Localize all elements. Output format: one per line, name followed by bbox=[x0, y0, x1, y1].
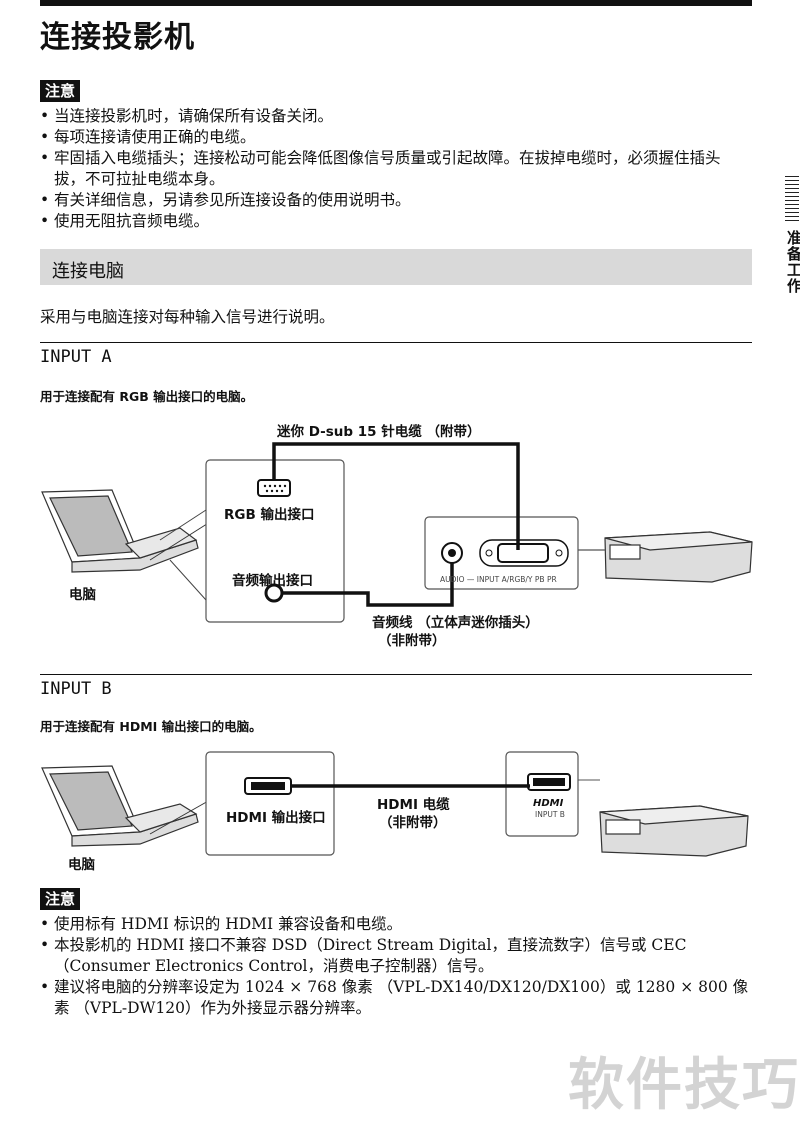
computer-label: 电脑 bbox=[69, 587, 96, 603]
computer-label: 电脑 bbox=[68, 857, 95, 873]
panel-input-b-label: INPUT B bbox=[535, 810, 565, 819]
computer-hdmi-box bbox=[205, 751, 335, 856]
note-item: 使用标有 HDMI 标识的 HDMI 兼容设备和电缆。 bbox=[40, 914, 755, 935]
note-item: 有关详细信息，另请参见所连接设备的使用说明书。 bbox=[40, 190, 740, 211]
watermark: 软件技巧 bbox=[568, 1053, 800, 1118]
audio-port-label: 音频输出接口 bbox=[232, 573, 313, 589]
hdmi-cable-label: HDMI 电缆 bbox=[377, 797, 450, 813]
side-tab-label: 准备工作 bbox=[785, 230, 800, 294]
laptop-illustration bbox=[41, 765, 211, 847]
note-item: 每项连接请使用正确的电缆。 bbox=[40, 127, 740, 148]
input-b-diagram bbox=[41, 751, 749, 857]
note-tag: 注意 bbox=[40, 80, 81, 102]
note-item: 本投影机的 HDMI 接口不兼容 DSD（Direct Stream Digit… bbox=[40, 935, 755, 977]
hdmi-cable-note: （非附带） bbox=[379, 815, 447, 831]
audio-cable bbox=[282, 563, 454, 607]
page-title: 连接投影机 bbox=[40, 20, 195, 55]
dsub-cable-label: 迷你 D-sub 15 针电缆 （附带） bbox=[277, 424, 481, 440]
input-a-rule bbox=[40, 342, 752, 343]
note-list: 使用标有 HDMI 标识的 HDMI 兼容设备和电缆。 本投影机的 HDMI 接… bbox=[40, 914, 755, 1019]
input-a-description: 用于连接配有 RGB 输出接口的电脑。 bbox=[40, 389, 254, 404]
note-item: 当连接投影机时，请确保所有设备关闭。 bbox=[40, 106, 740, 127]
projector-illustration bbox=[599, 805, 749, 857]
input-b-title: INPUT B bbox=[40, 679, 112, 699]
input-a-title: INPUT A bbox=[40, 347, 112, 367]
section-title: 连接电脑 bbox=[52, 261, 124, 282]
note-tag: 注意 bbox=[40, 888, 81, 910]
top-rule bbox=[40, 0, 752, 6]
audio-cable-note: （非附带） bbox=[378, 633, 446, 649]
note-item: 使用无阻抗音频电缆。 bbox=[40, 211, 740, 232]
side-tab-lines bbox=[785, 176, 799, 224]
section-bar bbox=[40, 249, 752, 285]
section-intro: 采用与电脑连接对每种输入信号进行说明。 bbox=[40, 308, 335, 326]
audio-cable-label: 音频线 （立体声迷你插头） bbox=[372, 615, 539, 631]
projector-illustration bbox=[578, 531, 753, 583]
dsub-cable bbox=[272, 442, 520, 550]
note-item: 牢固插入电缆插头；连接松动可能会降低图像信号质量或引起故障。在拔掉电缆时，必须握… bbox=[40, 148, 740, 190]
input-a-diagram bbox=[41, 442, 753, 623]
laptop-illustration bbox=[41, 489, 211, 573]
projector-hdmi-panel bbox=[505, 751, 579, 837]
hdmi-port-label: HDMI 输出接口 bbox=[226, 810, 326, 826]
rgb-port-label: RGB 输出接口 bbox=[224, 507, 315, 523]
hdmi-logo: HDMI bbox=[533, 798, 564, 809]
note-list: 当连接投影机时，请确保所有设备关闭。 每项连接请使用正确的电缆。 牢固插入电缆插… bbox=[40, 106, 740, 232]
rgb-port-icon bbox=[257, 479, 291, 497]
input-b-description: 用于连接配有 HDMI 输出接口的电脑。 bbox=[40, 719, 262, 734]
input-b-rule bbox=[40, 674, 752, 675]
note-item: 建议将电脑的分辨率设定为 1024 × 768 像素 （VPL-DX140/DX… bbox=[40, 977, 755, 1019]
panel-label: AUDIO — INPUT A/RGB/Y PB PR bbox=[440, 575, 557, 584]
